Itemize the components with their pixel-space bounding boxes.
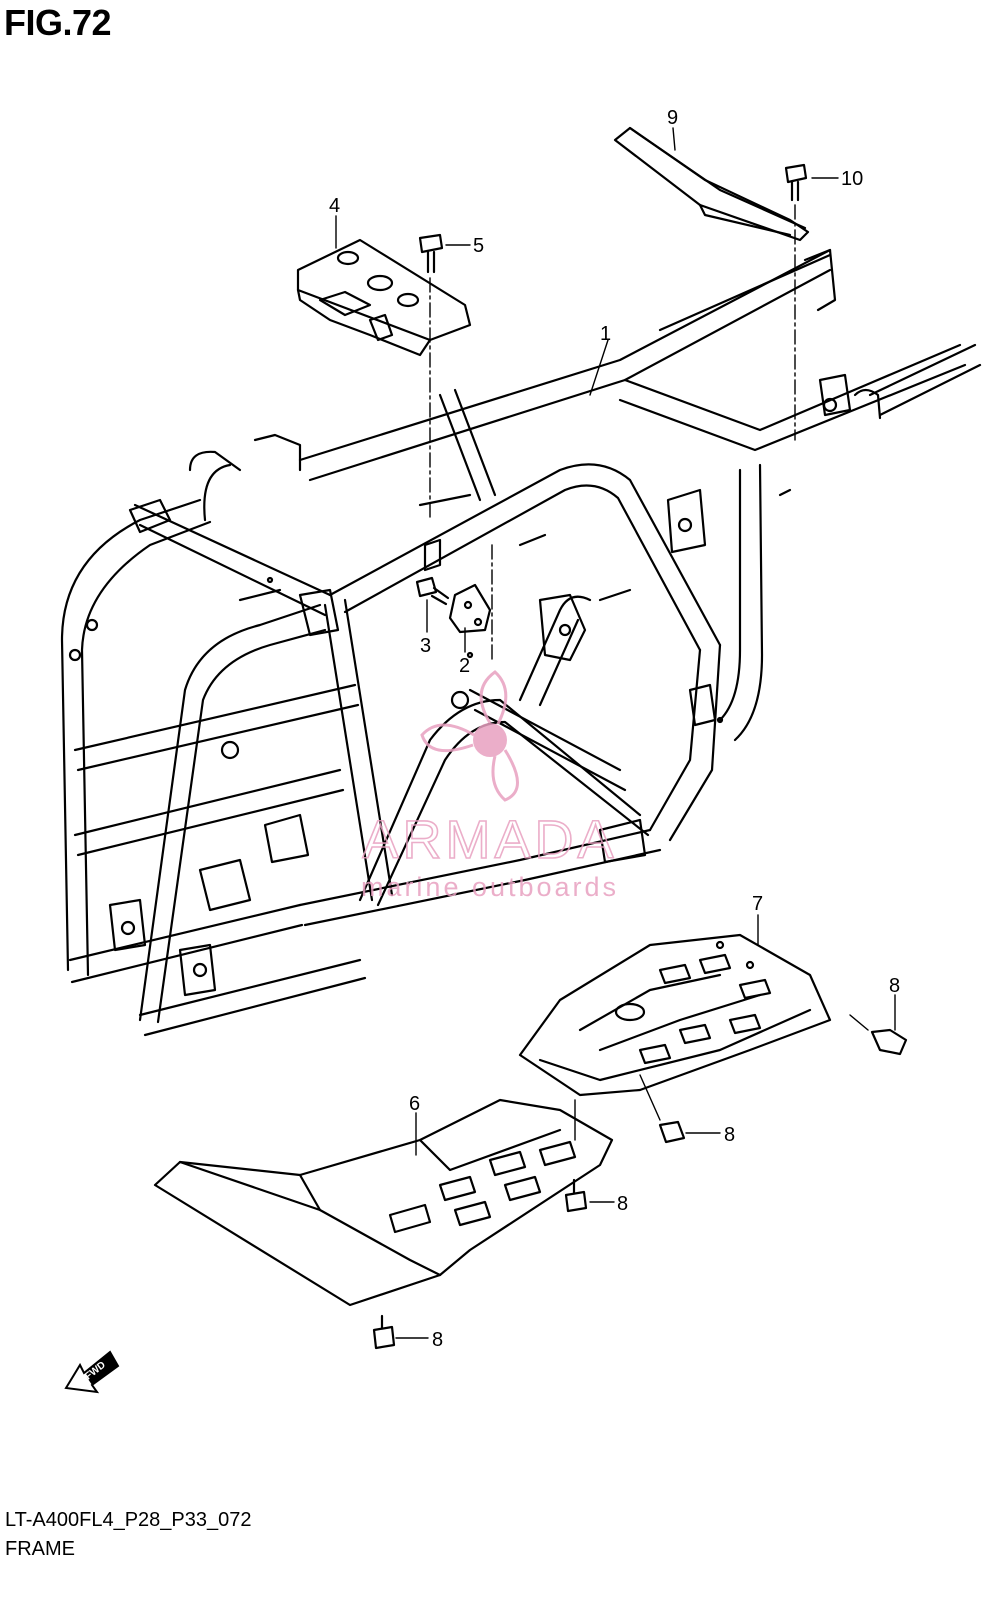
callout-9: 9 <box>667 107 678 129</box>
callout-8-d: 8 <box>432 1329 443 1351</box>
watermark-brand: ARMADA <box>362 810 617 870</box>
skid-plate-part-7 <box>518 933 832 1097</box>
propeller-logo-icon <box>420 670 519 802</box>
callout-8-a: 8 <box>889 975 900 997</box>
footer-diagram-name: FRAME <box>5 1538 75 1560</box>
callout-8-c: 8 <box>617 1193 628 1215</box>
plate-part-2 <box>448 583 492 634</box>
bolt-part-8-b <box>658 1120 686 1144</box>
figure-title: FIG.72 <box>4 2 112 43</box>
bolt-part-5 <box>418 233 444 274</box>
callout-5: 5 <box>473 235 484 257</box>
callout-10: 10 <box>841 168 863 190</box>
callout-1: 1 <box>600 323 611 345</box>
callout-8-b: 8 <box>724 1124 735 1146</box>
footer-diagram-code: LT-A400FL4_P28_P33_072 <box>5 1509 252 1531</box>
skid-plate-part-6 <box>153 1098 614 1307</box>
bolt-part-8-c <box>564 1178 588 1213</box>
watermark-tagline: marine outboards <box>361 872 619 902</box>
callout-7: 7 <box>752 893 763 915</box>
bolt-part-10 <box>784 163 808 202</box>
watermark: ARMADA marine outboards <box>361 670 619 902</box>
bolt-part-8-a <box>870 1028 908 1056</box>
leader-lines <box>335 127 896 1339</box>
callout-6: 6 <box>409 1093 420 1115</box>
bracket-part-4 <box>296 238 472 357</box>
frame-main-part <box>60 248 982 1037</box>
fwd-arrow-icon: FWD <box>64 1350 120 1394</box>
brace-part-9 <box>613 126 810 242</box>
callout-2: 2 <box>459 655 470 677</box>
bolt-part-8-d <box>372 1314 396 1350</box>
callout-3: 3 <box>420 635 431 657</box>
bolt-part-3 <box>415 576 450 606</box>
callout-4: 4 <box>329 195 340 217</box>
